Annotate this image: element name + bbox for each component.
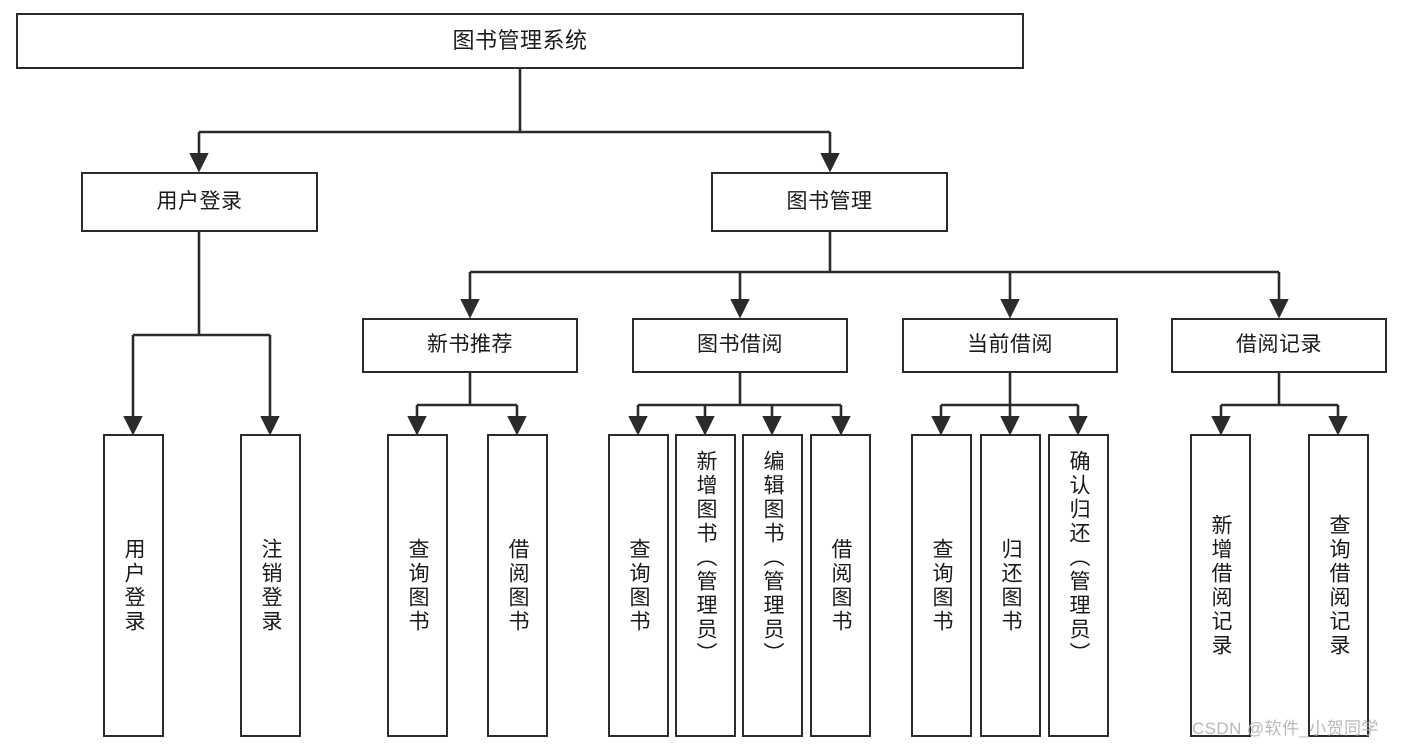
node-current-borrow-label: 当前借阅: [967, 333, 1053, 357]
node-root[interactable]: 图书管理系统: [16, 13, 1024, 69]
node-leaf-query-record-label: 查询借阅记录: [1327, 513, 1350, 658]
node-user-login-label: 用户登录: [156, 189, 243, 213]
node-leaf-add-record-label: 新增借阅记录: [1209, 513, 1232, 658]
node-leaf-return-book[interactable]: 归还图书: [980, 434, 1041, 737]
node-leaf-logout-login[interactable]: 注销登录: [240, 434, 301, 737]
watermark: CSDN @软件_小贺同学: [1192, 719, 1379, 738]
node-leaf-borrow-book-1-label: 借阅图书: [506, 537, 529, 634]
node-leaf-user-login[interactable]: 用户登录: [103, 434, 164, 737]
node-leaf-edit-book[interactable]: 编辑图书（管理员）: [742, 434, 803, 737]
node-leaf-query-book-2-label: 查询图书: [627, 537, 650, 634]
node-leaf-query-book-1[interactable]: 查询图书: [387, 434, 448, 737]
node-leaf-add-book-label: 新增图书（管理员）: [694, 450, 717, 666]
node-leaf-borrow-book-1[interactable]: 借阅图书: [487, 434, 548, 737]
node-leaf-confirm-return[interactable]: 确认归还（管理员）: [1048, 434, 1109, 737]
node-leaf-logout-login-label: 注销登录: [259, 537, 282, 634]
node-leaf-query-book-1-label: 查询图书: [406, 537, 429, 634]
node-current-borrow[interactable]: 当前借阅: [902, 318, 1118, 373]
node-leaf-user-login-label: 用户登录: [122, 537, 145, 634]
node-leaf-query-book-3[interactable]: 查询图书: [911, 434, 972, 737]
node-leaf-add-record[interactable]: 新增借阅记录: [1190, 434, 1251, 737]
node-leaf-confirm-return-label: 确认归还（管理员）: [1067, 450, 1090, 666]
node-new-book-rec-label: 新书推荐: [427, 333, 513, 357]
node-book-manage-label: 图书管理: [786, 189, 873, 213]
node-leaf-query-book-3-label: 查询图书: [930, 537, 953, 634]
node-leaf-return-book-label: 归还图书: [999, 537, 1022, 634]
node-leaf-borrow-book-2-label: 借阅图书: [829, 537, 852, 634]
node-leaf-query-record[interactable]: 查询借阅记录: [1308, 434, 1369, 737]
node-leaf-query-book-2[interactable]: 查询图书: [608, 434, 669, 737]
node-new-book-rec[interactable]: 新书推荐: [362, 318, 578, 373]
node-leaf-borrow-book-2[interactable]: 借阅图书: [810, 434, 871, 737]
node-root-label: 图书管理系统: [452, 28, 588, 54]
node-borrow-record-label: 借阅记录: [1236, 333, 1322, 357]
node-book-borrow-label: 图书借阅: [697, 333, 783, 357]
node-leaf-edit-book-label: 编辑图书（管理员）: [761, 450, 784, 666]
node-book-manage[interactable]: 图书管理: [711, 172, 948, 232]
node-user-login[interactable]: 用户登录: [81, 172, 318, 232]
node-leaf-add-book[interactable]: 新增图书（管理员）: [675, 434, 736, 737]
node-borrow-record[interactable]: 借阅记录: [1171, 318, 1387, 373]
node-book-borrow[interactable]: 图书借阅: [632, 318, 848, 373]
